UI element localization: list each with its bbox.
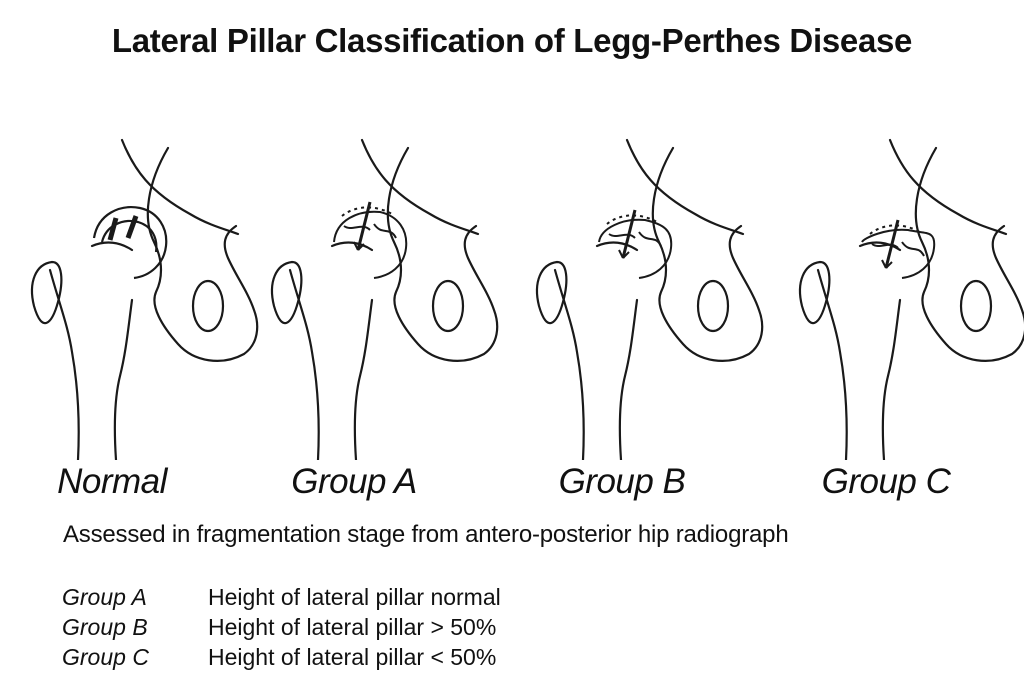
greater-trochanter — [30, 260, 63, 325]
femoral-head-outline — [598, 218, 673, 279]
hip-normal-svg — [30, 138, 259, 460]
legend-row-group-b: Group B Height of lateral pillar > 50% — [62, 612, 501, 642]
hip-label-group-c: Group C — [821, 462, 951, 501]
hip-drawing-group-a — [262, 130, 502, 460]
greater-trochanter — [798, 260, 831, 325]
arrowhead — [618, 249, 630, 259]
lateral-pillar-arrow — [621, 209, 637, 259]
lateral-pillar-mark — [107, 217, 119, 241]
trochanter-line — [595, 241, 639, 252]
hip-drawing-group-c — [790, 130, 1024, 460]
legend-description: Height of lateral pillar < 50% — [208, 644, 497, 670]
legend-group-label: Group A — [62, 584, 147, 610]
femur-medial-cortex — [618, 298, 639, 460]
obturator-foramen — [431, 279, 465, 333]
hip-group-b-svg — [535, 138, 764, 460]
obturator-foramen — [959, 279, 993, 333]
assessment-note: Assessed in fragmentation stage from ant… — [63, 521, 789, 548]
greater-trochanter — [270, 260, 303, 325]
fragment-lines — [343, 223, 397, 239]
ilium-outline — [888, 138, 1008, 236]
obturator-foramen — [696, 279, 730, 333]
arrowhead — [881, 259, 893, 269]
lateral-pillar-arrow — [356, 201, 372, 251]
hip-drawing-normal — [22, 130, 262, 460]
legend-description: Height of lateral pillar > 50% — [208, 614, 497, 640]
femur-medial-cortex — [113, 298, 134, 460]
lateral-pillar-arrow — [884, 219, 900, 269]
ilium-outline — [120, 138, 240, 236]
hip-group-a-svg — [270, 138, 499, 460]
obturator-foramen — [191, 279, 225, 333]
trochanter-line — [330, 241, 374, 252]
legend-group-label: Group C — [62, 644, 149, 670]
hip-label-group-a: Group A — [291, 462, 417, 501]
pelvis-outline — [386, 146, 499, 362]
diagram-title: Lateral Pillar Classification of Legg-Pe… — [111, 22, 913, 59]
central-pillar-mark — [125, 215, 139, 239]
pelvis-outline — [146, 146, 259, 362]
trochanter-line — [90, 241, 134, 252]
femur-lateral-cortex — [288, 268, 320, 460]
pelvis-outline — [914, 146, 1024, 362]
ilium-outline — [625, 138, 745, 236]
femur-lateral-cortex — [48, 268, 80, 460]
femur-lateral-cortex — [553, 268, 585, 460]
physis-line — [100, 219, 158, 253]
hip-drawing-group-b — [527, 130, 767, 460]
hip-group-c-svg — [798, 138, 1024, 460]
femur-medial-cortex — [353, 298, 374, 460]
fragment-lines — [871, 241, 925, 257]
classification-legend: Group A Height of lateral pillar normal … — [62, 582, 501, 672]
femoral-head-outline — [92, 206, 168, 280]
legend-description: Height of lateral pillar normal — [208, 584, 501, 610]
greater-trochanter — [535, 260, 568, 325]
ilium-outline — [360, 138, 480, 236]
femur-lateral-cortex — [816, 268, 848, 460]
femur-medial-cortex — [881, 298, 902, 460]
femoral-head-outline — [333, 210, 408, 279]
legend-row-group-c: Group C Height of lateral pillar < 50% — [62, 642, 501, 672]
hip-label-normal: Normal — [57, 462, 167, 501]
hip-figure — [0, 130, 1024, 460]
legend-group-label: Group B — [62, 614, 148, 640]
fragment-lines — [608, 231, 662, 247]
legend-row-group-a: Group A Height of lateral pillar normal — [62, 582, 501, 612]
femoral-head-outline — [861, 228, 936, 279]
hip-label-group-b: Group B — [558, 462, 686, 501]
arrowhead — [353, 241, 365, 251]
